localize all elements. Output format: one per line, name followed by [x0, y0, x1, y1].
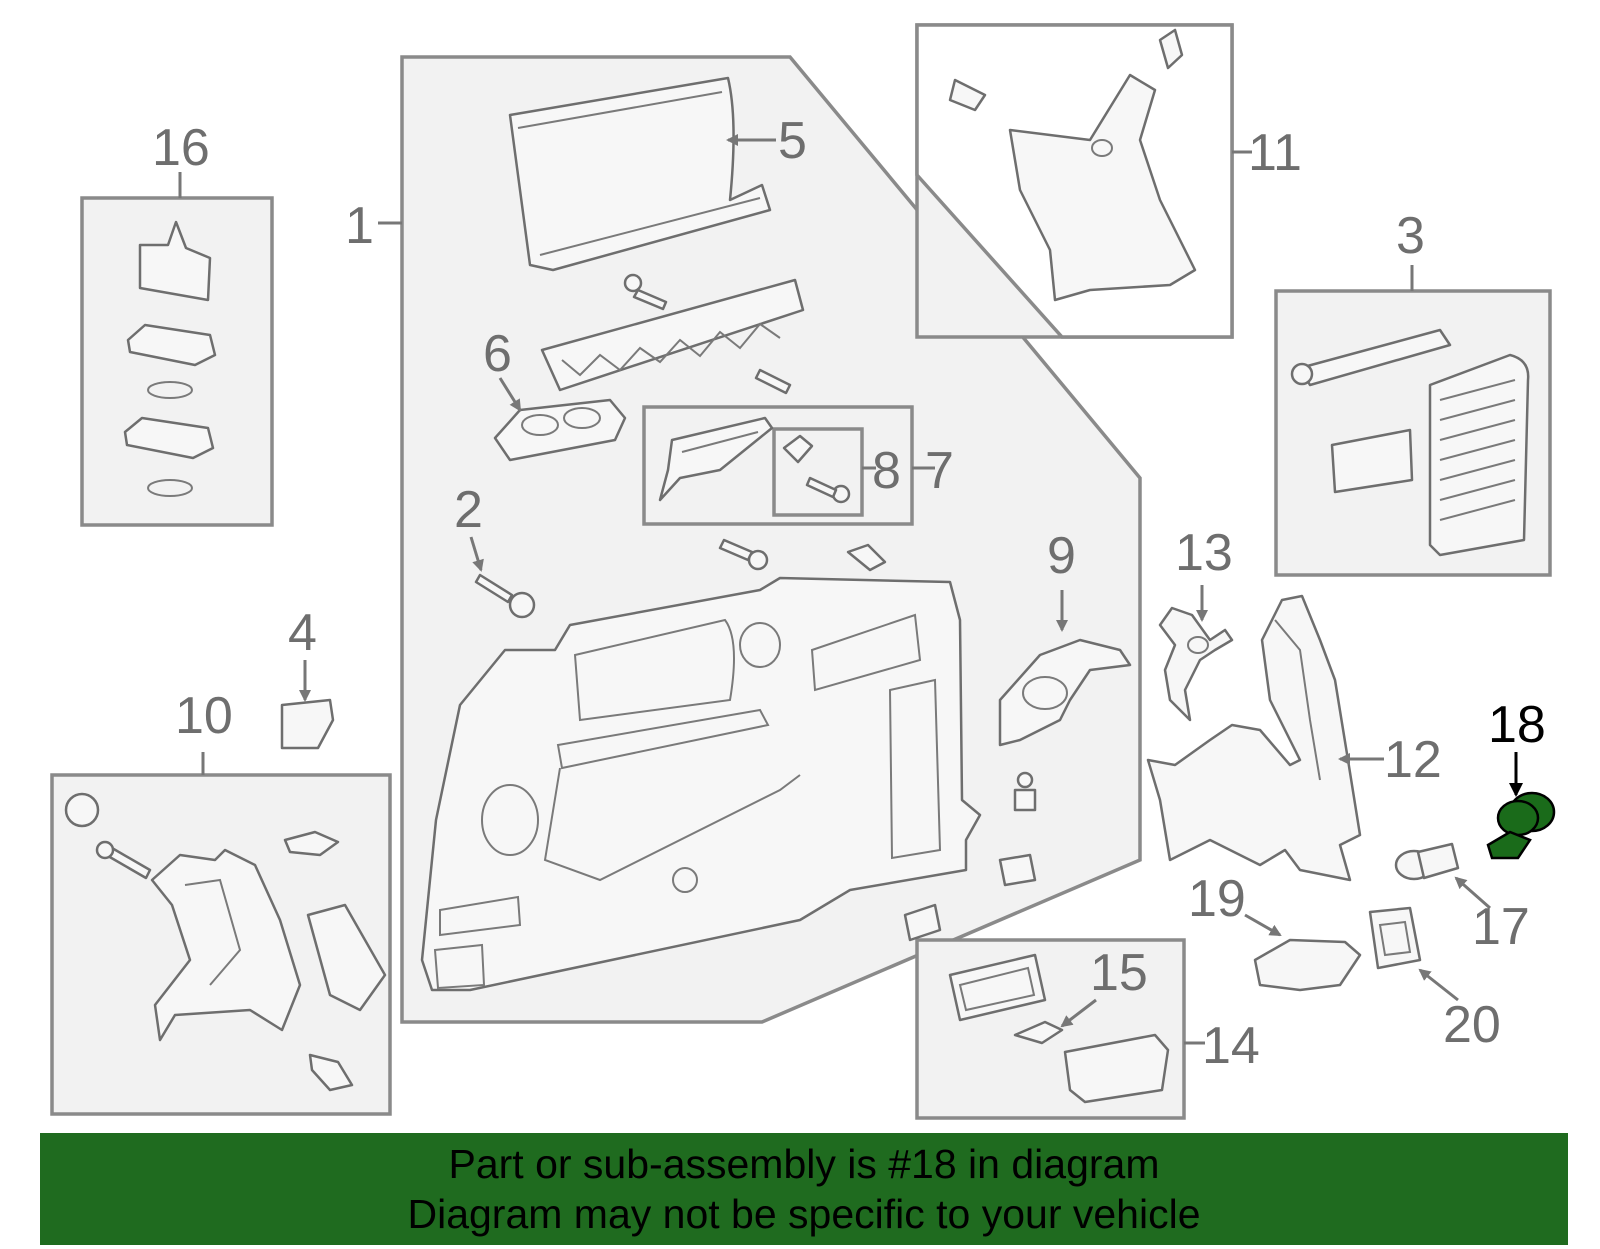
callout-11: 11 — [1248, 124, 1302, 182]
callout-3: 3 — [1396, 207, 1425, 265]
part-rail — [540, 278, 805, 392]
part-3-vent — [1290, 328, 1530, 557]
callout-10: 10 — [175, 687, 233, 745]
callout-14: 14 — [1202, 1017, 1260, 1075]
part-19-socket — [1253, 938, 1362, 992]
part-12-trim-bracket — [1146, 594, 1362, 882]
part-9-speaker-bracket — [998, 638, 1132, 747]
callout-7: 7 — [925, 442, 954, 500]
group-box-8 — [772, 427, 864, 517]
callout-16: 16 — [152, 119, 210, 177]
callout-9: 9 — [1047, 527, 1076, 585]
part-5-panel — [508, 76, 772, 272]
clip-icon — [846, 543, 887, 572]
leader-2 — [469, 536, 484, 572]
part-17-plug — [1394, 842, 1460, 881]
bolt-icon — [1013, 771, 1037, 812]
part-13-bracket — [1158, 606, 1234, 722]
bolt-icon — [623, 273, 668, 311]
part-16-hook — [138, 220, 212, 302]
part-2-screw — [474, 573, 536, 619]
clip-icon — [948, 78, 987, 112]
leader-6 — [498, 377, 522, 412]
callout-1: 1 — [345, 197, 374, 255]
info-banner: Part or sub-assembly is #18 in diagram D… — [40, 1133, 1568, 1245]
callout-6: 6 — [483, 325, 512, 383]
part-15-bulb — [1013, 1020, 1064, 1045]
part-7-handle — [658, 416, 774, 502]
screw-icon — [718, 538, 769, 571]
callout-13: 13 — [1175, 524, 1233, 582]
clip-icon — [1158, 28, 1184, 70]
callout-18: 18 — [1488, 696, 1546, 754]
part-10-contents — [64, 792, 387, 1092]
callout-15: 15 — [1090, 944, 1148, 1002]
clip-icon — [754, 368, 792, 395]
callout-5: 5 — [778, 112, 807, 170]
part-4-cap — [280, 698, 335, 750]
callout-12: 12 — [1384, 731, 1442, 789]
callout-17: 17 — [1472, 898, 1530, 956]
leader-17 — [1454, 876, 1491, 910]
banner-line-2: Diagram may not be specific to your vehi… — [407, 1191, 1201, 1237]
callout-20: 20 — [1443, 996, 1501, 1054]
callout-19: 19 — [1188, 870, 1246, 928]
part-18-socket-cover — [1486, 791, 1556, 860]
callout-8: 8 — [872, 442, 901, 500]
part-16-light — [123, 323, 217, 497]
leader-15 — [1060, 998, 1097, 1028]
clip-icon — [903, 903, 942, 942]
part-1-quarter-trim — [420, 576, 982, 992]
callout-2: 2 — [454, 481, 483, 539]
part-14-dome-light — [948, 953, 1170, 1104]
leader-19 — [1244, 913, 1282, 937]
banner-line-1: Part or sub-assembly is #18 in diagram — [448, 1141, 1160, 1187]
part-20-bezel — [1368, 906, 1422, 970]
clip-icon — [998, 853, 1037, 887]
leader-20 — [1418, 968, 1459, 1002]
part-8-clip — [782, 434, 851, 504]
part-11-pillar-trim — [1008, 73, 1197, 302]
callout-4: 4 — [288, 604, 317, 662]
